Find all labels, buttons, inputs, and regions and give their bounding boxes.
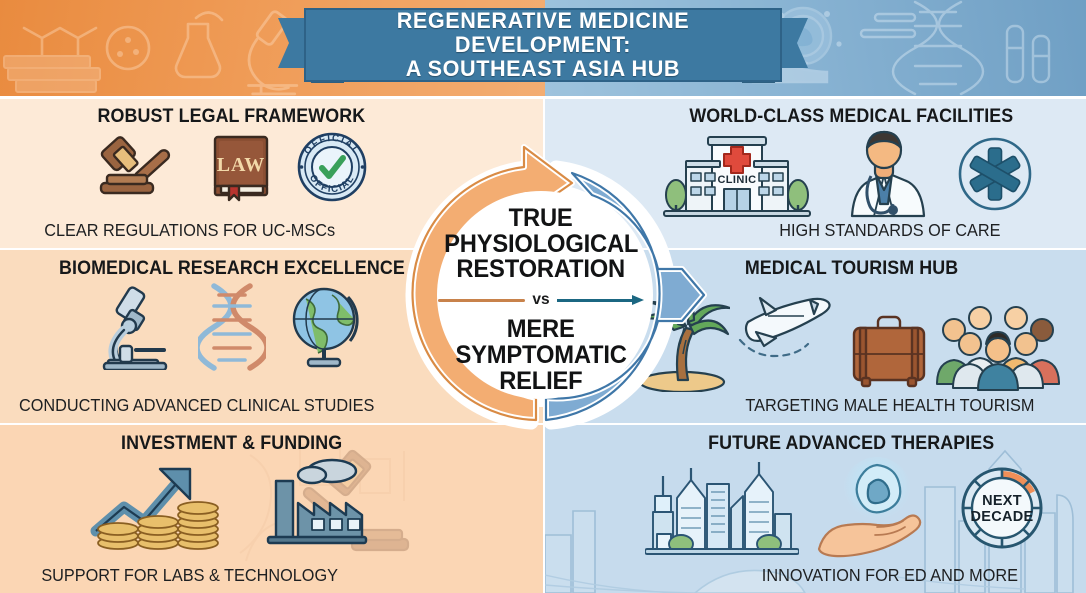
- row-divider-left-1: [0, 248, 543, 250]
- row-divider-left-2: [0, 423, 543, 425]
- panel-subtitle: TARGETING MALE HEALTH TOURISM: [745, 395, 1035, 415]
- vs-rule-left: [438, 298, 526, 302]
- clinic-building-icon: CLINIC: [662, 131, 812, 222]
- suitcase-icon: [848, 312, 930, 393]
- svg-text:CLINIC: CLINIC: [717, 174, 756, 186]
- panel-title: FUTURE ADVANCED THERAPIES: [708, 433, 995, 454]
- doctor-icon: [838, 130, 930, 223]
- title-banner: REGENERATIVE MEDICINE DEVELOPMENT: A SOU…: [278, 4, 808, 92]
- globe-icon: [284, 283, 368, 376]
- panel-future-advanced-therapies[interactable]: FUTURE ADVANCED THERAPIES: [545, 425, 1086, 593]
- panel-title: INVESTMENT & FUNDING: [120, 433, 343, 454]
- panel-title: WORLD-CLASS MEDICAL FACILITIES: [689, 106, 1014, 127]
- official-stamp-icon: OFFICIAL OFFICIAL: [295, 130, 369, 209]
- panel-investment-and-funding[interactable]: INVESTMENT & FUNDING: [0, 425, 543, 593]
- star-of-life-icon: [956, 135, 1034, 218]
- title-line-2: A SOUTHEAST ASIA HUB: [405, 56, 681, 82]
- wheel-bottom-line-1: MERE: [507, 315, 575, 343]
- header: REGENERATIVE MEDICINE DEVELOPMENT: A SOU…: [0, 0, 1086, 96]
- panel-subtitle: CLEAR REGULATIONS FOR UC-MSCs: [44, 220, 336, 240]
- panel-subtitle: SUPPORT FOR LABS & TECHNOLOGY: [41, 565, 338, 585]
- vs-arrow-right: [556, 295, 644, 305]
- panel-icon-row: [634, 282, 1062, 397]
- hand-holding-cell-icon: [815, 457, 937, 564]
- svg-text:LAW: LAW: [216, 154, 265, 176]
- panel-subtitle: CONDUCTING ADVANCED CLINICAL STUDIES: [19, 395, 375, 415]
- svg-text:DECADE: DECADE: [970, 509, 1033, 525]
- wheel-top-line-1: TRUE: [509, 203, 573, 232]
- wheel-top-line-3: RESTORATION: [456, 255, 626, 284]
- panel-title: BIOMEDICAL RESEARCH EXCELLENCE: [58, 258, 405, 279]
- row-divider-right-2: [545, 423, 1086, 425]
- people-group-icon: [934, 292, 1062, 397]
- growth-arrow-coins-icon: [90, 457, 222, 558]
- panel-icon-row: NEXT DECADE: [643, 457, 1051, 564]
- header-divider: [0, 96, 1086, 99]
- wheel-text-block: TRUE PHYSIOLOGICAL RESTORATION vs MERE S…: [436, 205, 646, 393]
- wheel-bottom-line-2: SYMPTOMATIC: [455, 340, 627, 369]
- center-comparison-wheel: TRUE PHYSIOLOGICAL RESTORATION vs MERE S…: [386, 139, 707, 451]
- panel-robust-legal-framework[interactable]: ROBUST LEGAL FRAMEWORK: [0, 98, 543, 248]
- banner-body: REGENERATIVE MEDICINE DEVELOPMENT: A SOU…: [304, 8, 782, 82]
- clock-icon: NEXT DECADE: [953, 459, 1051, 562]
- row-divider-right-1: [545, 248, 1086, 250]
- vs-separator: vs: [438, 291, 644, 309]
- title-line-1: REGENERATIVE MEDICINE DEVELOPMENT:: [396, 7, 690, 57]
- panel-subtitle: INNOVATION FOR ED AND MORE: [761, 565, 1018, 585]
- panel-subtitle: HIGH STANDARDS OF CARE: [779, 220, 1001, 240]
- gavel-icon: [95, 131, 187, 208]
- panel-icon-row: LAW OFFICIAL: [95, 130, 369, 209]
- panel-icon-row: CLINIC: [662, 130, 1034, 223]
- wheel-top-line-2: PHYSIOLOGICAL: [443, 229, 639, 258]
- svg-text:NEXT: NEXT: [982, 493, 1022, 509]
- law-book-icon: LAW: [205, 131, 277, 208]
- panel-title: ROBUST LEGAL FRAMEWORK: [97, 106, 366, 127]
- wheel-bottom-line-3: RELIEF: [499, 366, 583, 395]
- vs-label: vs: [532, 291, 550, 308]
- blue-progress-arc: [543, 170, 707, 423]
- panel-icon-row: [90, 457, 374, 558]
- dna-helix-icon: [193, 282, 270, 377]
- factory-icon: [264, 457, 374, 558]
- city-skyline-icon: [643, 458, 800, 563]
- panel-icon-row: [96, 282, 368, 377]
- airplane-icon: [734, 282, 844, 373]
- panel-title: MEDICAL TOURISM HUB: [744, 258, 959, 279]
- microscope-icon: [96, 284, 180, 376]
